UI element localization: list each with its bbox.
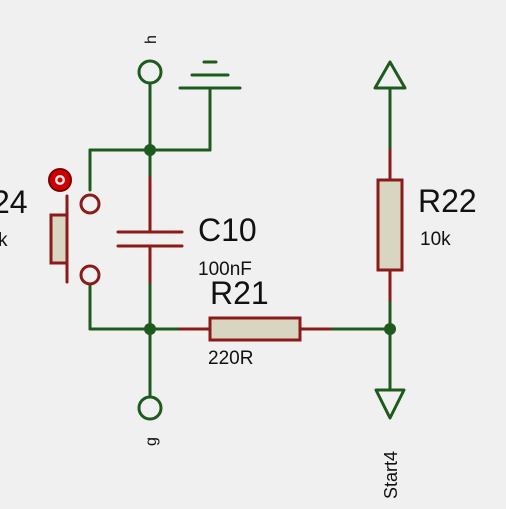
capacitor-c10[interactable] — [116, 176, 184, 284]
c10-value-label: 100nF — [198, 259, 252, 280]
junction-bottom-right — [384, 323, 396, 335]
switch-ref-label: 24 — [0, 184, 28, 220]
junction-bottom-left — [144, 323, 156, 335]
ground-symbol — [178, 60, 242, 90]
r22-value-label: 10k — [420, 229, 451, 250]
switch-value-label: k — [0, 230, 8, 251]
r21-ref-label: R21 — [210, 275, 269, 311]
push-button-switch[interactable] — [49, 193, 101, 286]
junction-top — [144, 144, 156, 156]
r22-ref-label: R22 — [418, 183, 477, 219]
terminal-g-label: g — [143, 437, 160, 446]
resistor-r21[interactable] — [178, 316, 332, 342]
terminal-h-label: h — [143, 35, 160, 44]
r21-value-label: 220R — [208, 348, 253, 369]
pin-g-terminal[interactable] — [137, 395, 163, 421]
power-arrow-icon[interactable] — [373, 60, 407, 90]
start4-label: Start4 — [381, 451, 401, 499]
resistor-r22[interactable] — [376, 148, 404, 302]
start4-port-arrow-icon[interactable] — [374, 388, 406, 420]
pin-h-terminal[interactable] — [137, 59, 163, 85]
probe-marker-icon[interactable] — [48, 168, 72, 192]
c10-ref-label: C10 — [198, 212, 257, 248]
